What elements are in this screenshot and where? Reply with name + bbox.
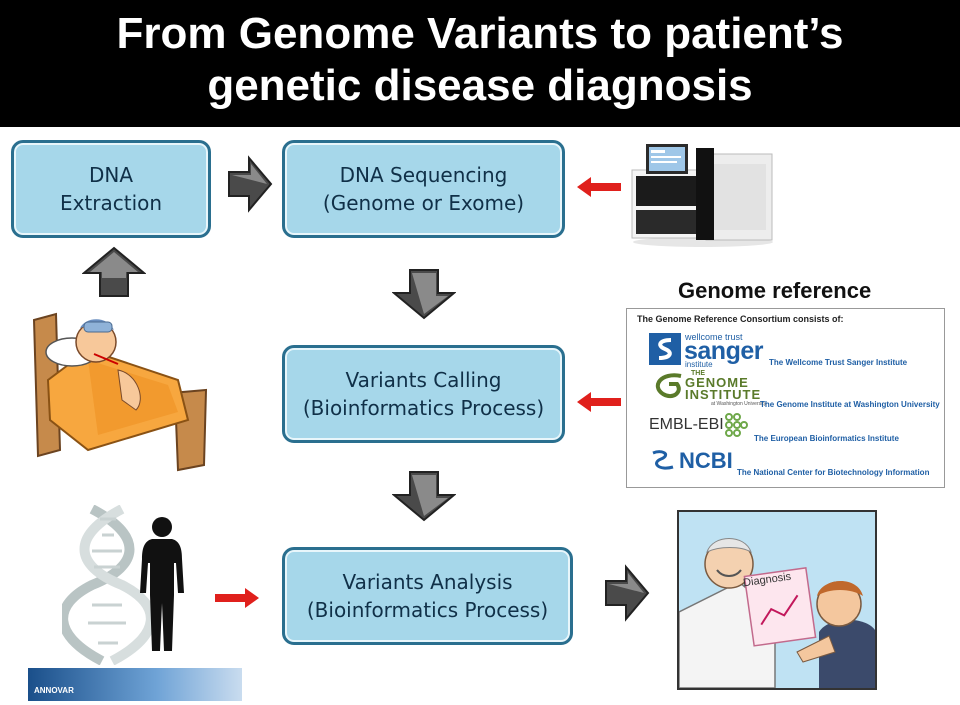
- dna-sequencing-box: DNA Sequencing (Genome or Exome): [282, 140, 565, 238]
- ncbi-logo: NCBI: [679, 448, 733, 473]
- sanger-member-name: The Wellcome Trust Sanger Institute: [769, 358, 908, 367]
- red-arrow-right-icon: [215, 588, 259, 608]
- genome-reference-label: Genome reference: [678, 278, 872, 303]
- gray-arrow-up-icon: [82, 246, 146, 297]
- dna-helix-image: [62, 505, 154, 665]
- red-arrow-left-icon: [577, 177, 621, 197]
- gray-arrow-down-icon: [392, 471, 456, 522]
- embl-ebi-dots-icon: [725, 413, 748, 437]
- dna-sequencing-line-1: DNA Sequencing: [339, 163, 508, 187]
- variants-analysis-box: Variants Analysis (Bioinformatics Proces…: [282, 547, 573, 645]
- gray-arrow-right-icon: [228, 155, 273, 213]
- ncbi-member-name: The National Center for Biotechnology In…: [737, 468, 930, 477]
- consortium-header: The Genome Reference Consortium consists…: [637, 314, 844, 324]
- embl-ebi-member-name: The European Bioinformatics Institute: [754, 434, 899, 443]
- red-arrow-left-icon: [577, 392, 621, 412]
- embl-ebi-logo: EMBL-EBI: [649, 416, 724, 433]
- annovar-banner: ANNOVAR: [28, 668, 242, 701]
- title-bar: [0, 0, 960, 127]
- sanger-logo-icon: [649, 333, 681, 365]
- ncbi-logo-icon: [652, 450, 674, 470]
- genome-institute-member-name: The Genome Institute at Washington Unive…: [760, 400, 940, 409]
- title-line-1: From Genome Variants to patient’s: [116, 9, 844, 58]
- dna-extraction-line-1: DNA: [88, 163, 134, 187]
- gray-arrow-down-icon: [392, 269, 456, 320]
- human-silhouette-image: [140, 517, 184, 651]
- genome-institute-logo-icon: [655, 373, 682, 399]
- genome-reference-panel: The Genome Reference Consortium consists…: [626, 308, 945, 488]
- sanger-logo-main: sanger: [684, 337, 763, 365]
- genome-institute-logo-sub: INSTITUTE: [685, 387, 762, 402]
- gray-arrow-right-icon: [605, 564, 650, 622]
- title-line-2: genetic disease diagnosis: [207, 61, 753, 110]
- sick-patient-in-bed-image: [32, 312, 208, 472]
- variants-calling-line-2: (Bioinformatics Process): [302, 396, 545, 420]
- sanger-logo-top: wellcome trust: [685, 332, 743, 342]
- variants-analysis-line-2: (Bioinformatics Process): [306, 598, 549, 622]
- genome-institute-logo-top: THE: [691, 370, 705, 377]
- dna-extraction-line-2: Extraction: [59, 191, 163, 215]
- genome-institute-logo-main: GENOME: [685, 375, 749, 390]
- annovar-label: ANNOVAR: [34, 686, 74, 695]
- variants-calling-line-1: Variants Calling: [345, 368, 502, 392]
- doctor-diagnosis-image: Diagnosis: [677, 510, 877, 690]
- sanger-logo-sub: institute: [685, 360, 713, 369]
- doctor-illustration: [679, 512, 875, 688]
- genome-institute-logo-note: at Washington University: [711, 401, 767, 407]
- variants-calling-box: Variants Calling (Bioinformatics Process…: [282, 345, 565, 443]
- slide-title: From Genome Variants to patient’s geneti…: [0, 8, 960, 112]
- dna-sequencing-line-2: (Genome or Exome): [322, 191, 525, 215]
- variants-analysis-line-1: Variants Analysis: [342, 570, 513, 594]
- dna-extraction-box: DNA Extraction: [11, 140, 211, 238]
- sequencer-machine-image: [631, 144, 773, 247]
